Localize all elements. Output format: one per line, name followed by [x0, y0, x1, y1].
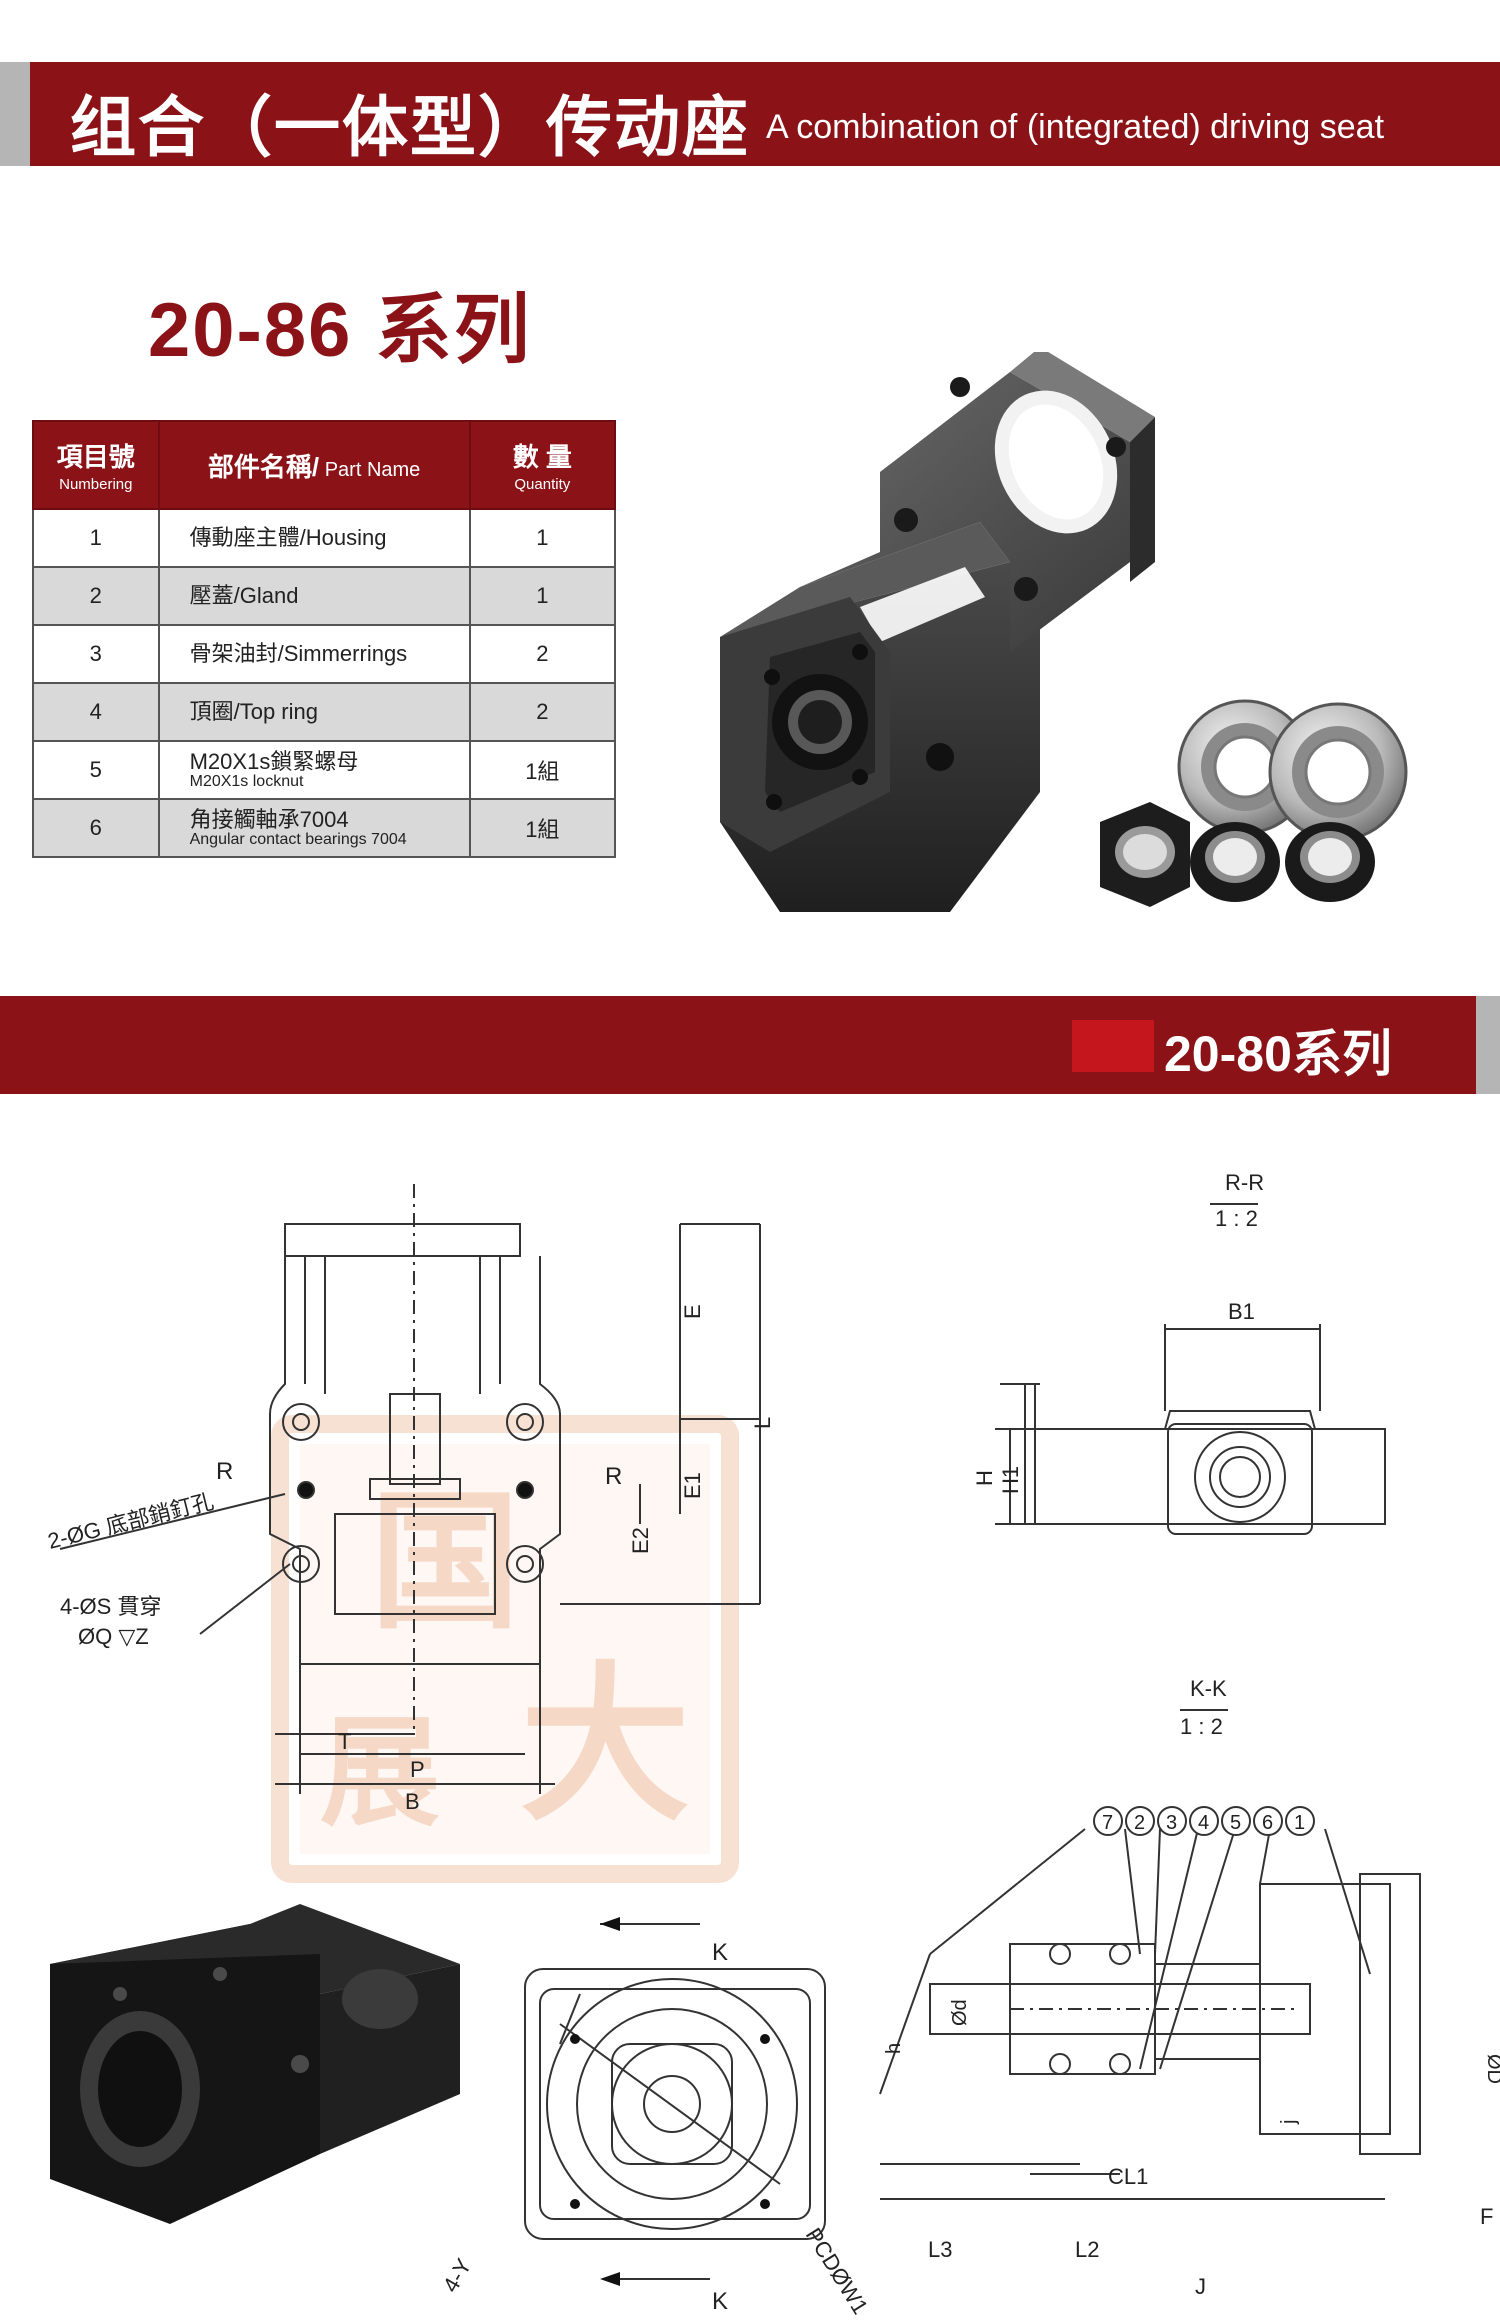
label-D: ØD [1483, 2054, 1500, 2084]
svg-text:展: 展 [320, 1704, 440, 1843]
row-number: 5 [32, 740, 160, 800]
section-swatch [1072, 1020, 1154, 1072]
section-rr-title: R-R [1225, 1170, 1264, 1195]
row-quantity: 1 [468, 566, 617, 626]
label-R-left: R [216, 1458, 233, 1485]
section-kk-drawing [879, 1709, 1421, 2200]
balloon-label: 4 [1198, 1812, 1209, 1834]
section-rr-scale: 1 : 2 [1215, 1206, 1258, 1231]
svg-text:国: 国 [370, 1476, 520, 1650]
svg-text:大: 大 [520, 1647, 690, 1845]
row-number: 2 [32, 566, 160, 626]
balloon-label: 2 [1134, 1812, 1145, 1834]
label-bolt-holes: 4-ØS 貫穿 [60, 1594, 161, 1619]
product-photo [720, 352, 1408, 912]
header-banner: 组合（一体型）传动座 A combination of (integrated)… [0, 62, 1500, 166]
label-P: P [410, 1757, 425, 1782]
label-H1: H1 [998, 1466, 1023, 1494]
housing-3d-render [50, 1904, 460, 2224]
locknut-and-rings [1100, 802, 1375, 907]
header-quantity: 數 量 Quantity [468, 420, 617, 510]
label-T: T [338, 1729, 351, 1754]
label-K-bottom: K [712, 2288, 728, 2315]
label-R-right: R [605, 1463, 622, 1490]
row-quantity: 1 [468, 508, 617, 568]
series-title: 20-86 系列 [148, 288, 532, 373]
row-number: 1 [32, 508, 160, 568]
balloon-label: 3 [1166, 1812, 1177, 1834]
label-E2: E2 [628, 1527, 653, 1554]
section-grey-band [1476, 996, 1500, 1094]
housing-body [720, 352, 1155, 912]
label-CL1: CL1 [1108, 2164, 1148, 2189]
end-view-drawing [524, 1923, 826, 2280]
bearing-pair [1177, 699, 1408, 842]
table-row: 4 頂圈/Top ring 2 [32, 682, 617, 742]
header-red-band [30, 62, 1500, 166]
label-B: B [405, 1789, 420, 1814]
end-view-marks [570, 1917, 770, 2286]
row-part-name: 骨架油封/Simmerrings [157, 624, 471, 684]
section-kk-labels: K-K 1 : 2 Ød h CL1 j L3 L2 J F ØD [883, 1676, 1500, 2299]
watermark-stamp: 国 大 展 [271, 1415, 739, 1883]
section-banner: 20-80系列 [0, 996, 1500, 1094]
row-quantity: 2 [468, 682, 617, 742]
label-J: J [1195, 2274, 1206, 2299]
header-numbering: 項目號 Numbering [32, 420, 160, 510]
balloon-label: 6 [1262, 1812, 1273, 1834]
row-quantity: 1組 [468, 798, 617, 858]
balloon-label: 7 [1102, 1812, 1113, 1834]
label-H: H [972, 1470, 997, 1486]
section-label: 20-80系列 [1164, 1026, 1392, 1082]
label-d: Ød [949, 1999, 971, 2026]
label-h: h [883, 2043, 905, 2054]
label-pin-hole: 2-ØG 底部銷釘孔 [45, 1488, 216, 1553]
section-kk-scale: 1 : 2 [1180, 1714, 1223, 1739]
section-kk-title: K-K [1190, 1676, 1227, 1701]
header-grey-band [0, 62, 30, 166]
row-number: 3 [32, 624, 160, 684]
balloon-label: 5 [1230, 1812, 1241, 1834]
technical-drawings: 国 大 展 E L E1 [45, 1170, 1500, 2319]
row-part-name: 壓蓋/Gland [157, 566, 471, 626]
label-L2: L2 [1075, 2237, 1099, 2262]
section-kk-balloons: 7 2 3 4 5 6 1 [1093, 1806, 1315, 1836]
row-number: 6 [32, 798, 160, 858]
label-K-top: K [712, 1939, 728, 1966]
row-part-name: 傳動座主體/Housing [157, 508, 471, 568]
front-view-drawing [59, 1184, 761, 1794]
table-row: 3 骨架油封/Simmerrings 2 [32, 624, 617, 684]
row-quantity: 1組 [468, 740, 617, 800]
header-title-cn: 组合（一体型）传动座 [70, 90, 750, 164]
label-L: L [750, 1417, 775, 1429]
row-part-name: 頂圈/Top ring [157, 682, 471, 742]
section-rr-drawing [995, 1203, 1386, 1535]
label-B1: B1 [1228, 1299, 1255, 1324]
label-bolt-holes-depth: ØQ ▽Z [78, 1624, 149, 1649]
table-row: 1 傳動座主體/Housing 1 [32, 508, 617, 568]
label-PCD: PCDØW1 [801, 2223, 873, 2318]
header-part-name: 部件名稱/ Part Name [157, 420, 471, 510]
label-E1: E1 [680, 1472, 705, 1499]
section-rr-labels: R-R 1 : 2 B1 H H1 [972, 1170, 1264, 1494]
balloon-label: 1 [1294, 1812, 1305, 1834]
label-L3: L3 [928, 2237, 952, 2262]
row-quantity: 2 [468, 624, 617, 684]
table-row: 2 壓蓋/Gland 1 [32, 566, 617, 626]
label-j: j [1278, 2120, 1300, 2125]
table-header-row: 項目號 Numbering 部件名稱/ Part Name 數 量 Quanti… [32, 420, 617, 510]
parts-table: 項目號 Numbering 部件名稱/ Part Name 數 量 Quanti… [32, 420, 617, 858]
label-Y: 4-Y [438, 2254, 477, 2296]
row-number: 4 [32, 682, 160, 742]
label-E: E [680, 1304, 705, 1319]
header-title-en: A combination of (integrated) driving se… [766, 108, 1385, 146]
label-F: F [1480, 2204, 1493, 2229]
